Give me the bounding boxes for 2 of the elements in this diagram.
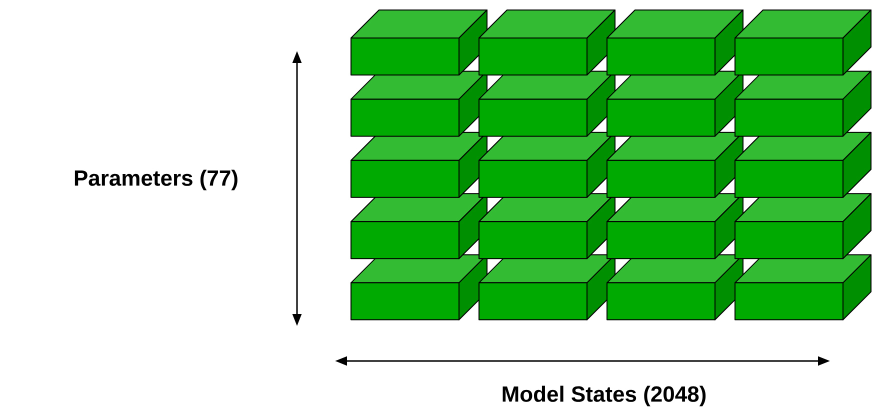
axis-label: Parameters (77) bbox=[74, 170, 238, 190]
axis-label: Model States (2048) bbox=[502, 386, 706, 406]
